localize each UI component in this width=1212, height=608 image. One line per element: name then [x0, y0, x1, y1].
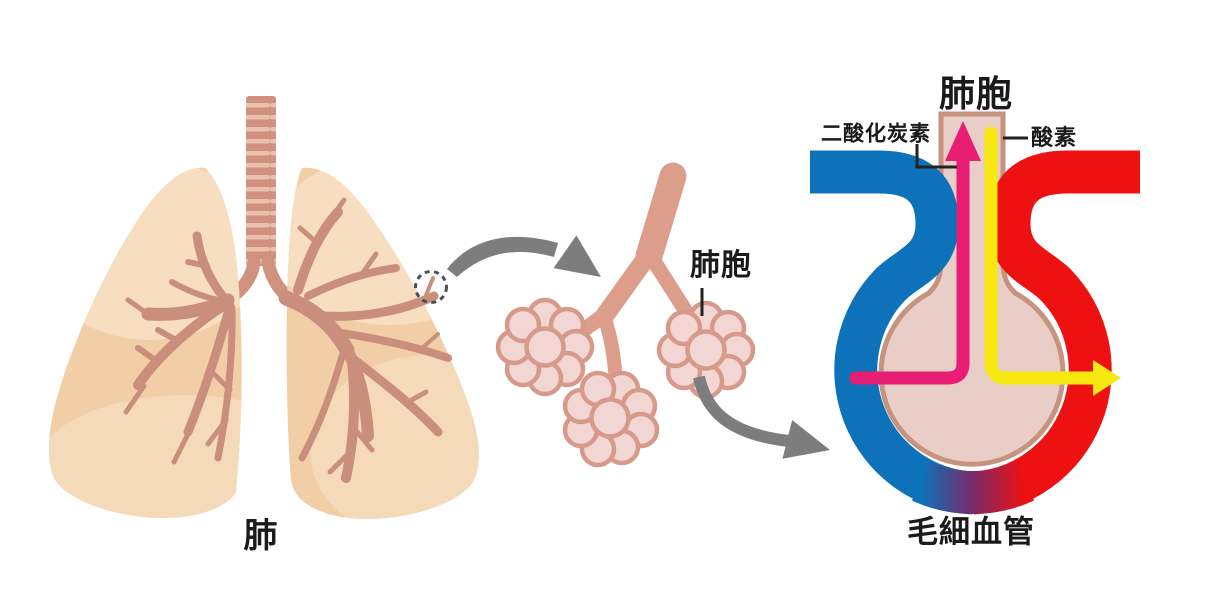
capillary-vein-tube [810, 150, 975, 515]
alveoli-label: 肺胞 [690, 249, 752, 282]
o2-arrow-icon [984, 126, 1121, 396]
co2-label: 二酸化炭素 [821, 122, 931, 146]
co2-connector-line [915, 144, 957, 169]
alveoli-cluster-bottom [562, 370, 660, 468]
capillary-artery-tube [971, 150, 1140, 515]
bronchial-tree-left [123, 231, 236, 465]
alveoli-cluster-right [656, 300, 756, 400]
bronchiole [567, 162, 702, 401]
dashed-circle-icon [414, 270, 448, 304]
lungs-illustration [48, 96, 479, 519]
co2-arrow-icon [849, 121, 981, 385]
gas-exchange-title: 肺胞 [938, 73, 1014, 114]
vein-artery-gradient-segment [911, 461, 1035, 515]
zoom-arrow-alveoli-to-capillary-icon [693, 375, 830, 459]
lung-label: 肺 [243, 517, 279, 555]
capillary-label: 毛細血管 [907, 514, 1035, 550]
alveoli-cluster-left [495, 297, 595, 397]
o2-label: 酸素 [1030, 125, 1078, 150]
zoom-arrow-lung-to-alveoli-icon [447, 235, 601, 277]
